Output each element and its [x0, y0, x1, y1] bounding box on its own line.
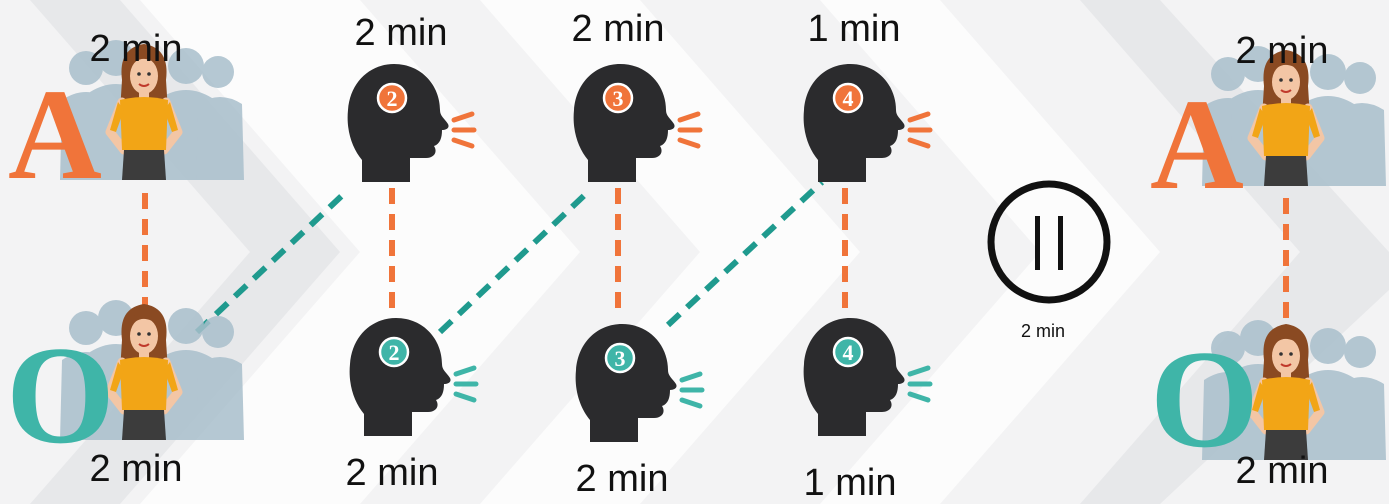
time-label-pause: 2 min [1020, 321, 1066, 341]
time-label-opposition-speaker-4: 1 min [803, 462, 897, 504]
team-letter-o: O [1150, 322, 1259, 477]
speaker-head-icon [803, 64, 905, 182]
opposition-opening-debater: O [6, 300, 244, 473]
time-label-opposition-speaker-2: 2 min [345, 452, 439, 494]
team-letter-o: O [6, 318, 115, 473]
affirmative-speaker-4: 4 [803, 64, 933, 182]
time-label-opposition-closing: 2 min [1235, 450, 1329, 492]
speaker-head-icon [803, 318, 905, 436]
opposition-speaker-3: 3 [575, 324, 705, 442]
diagonal-connector-1 [194, 187, 351, 335]
team-letter-a: A [8, 63, 102, 207]
team-letter-a: A [1150, 73, 1244, 217]
affirmative-speaker-3: 3 [573, 64, 703, 182]
time-label-affirmative-speaker-3: 2 min [571, 8, 665, 50]
diagonal-connector-2 [437, 187, 593, 335]
opposition-speaker-4: 4 [803, 318, 933, 436]
speaker-number: 2 [387, 86, 398, 111]
pause-icon [987, 180, 1111, 304]
time-label-affirmative-opening: 2 min [89, 28, 183, 70]
affirmative-closing-debater: A [1150, 46, 1386, 217]
diagonal-connector-3 [665, 179, 825, 328]
speaker-number: 3 [613, 86, 624, 111]
affirmative-opening-debater: A [8, 40, 244, 207]
speaker-number: 2 [389, 340, 400, 365]
time-label-affirmative-speaker-4: 1 min [807, 8, 901, 50]
time-label-affirmative-speaker-2: 2 min [354, 12, 448, 54]
time-label-opposition-speaker-3: 2 min [575, 458, 669, 500]
time-label-affirmative-closing: 2 min [1235, 30, 1329, 72]
speaker-number: 4 [843, 86, 854, 111]
speaker-number: 3 [615, 346, 626, 371]
speaker-number: 4 [843, 340, 854, 365]
time-label-opposition-opening: 2 min [89, 448, 183, 490]
affirmative-speaker-2: 2 [347, 64, 477, 182]
connector-lines [142, 179, 1289, 335]
background-chevrons [140, 0, 1160, 504]
opposition-closing-debater: O [1150, 320, 1386, 477]
opposition-speaker-2: 2 [349, 318, 479, 436]
